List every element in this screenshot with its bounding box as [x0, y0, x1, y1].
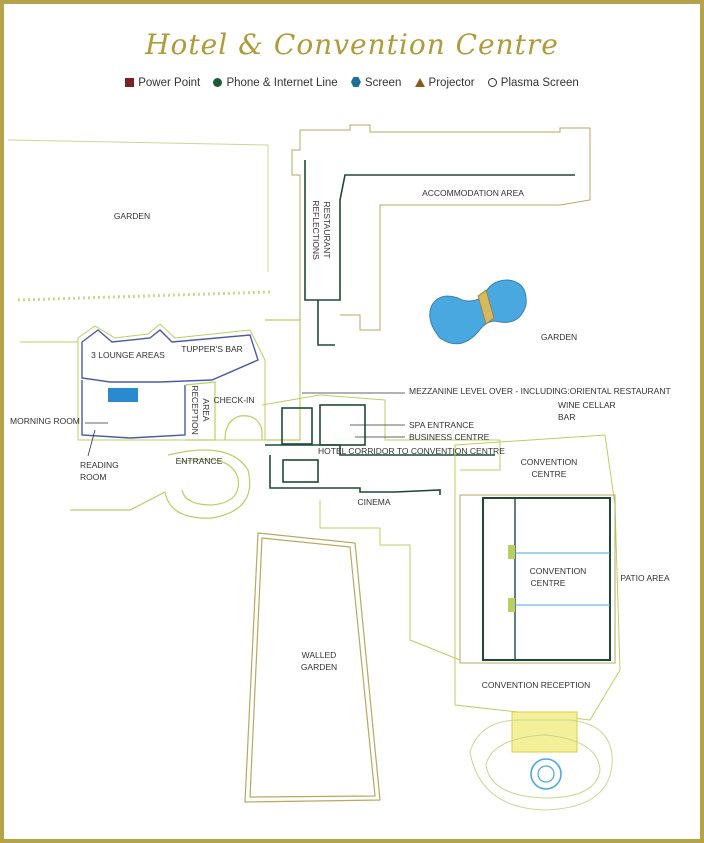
label-cinema: CINEMA — [357, 497, 390, 507]
label-entrance: ENTRANCE — [176, 456, 223, 466]
label-reading-room: ROOM — [80, 472, 106, 482]
screen-icon — [350, 77, 361, 87]
label-reading: READING — [80, 460, 119, 470]
phone-internet-icon — [213, 78, 223, 87]
label-wine-cellar: WINE CELLAR — [558, 400, 616, 410]
plasma-screen-icon — [487, 78, 497, 87]
label-hotel-corridor: HOTEL CORRIDOR TO CONVENTION CENTRE — [318, 446, 505, 456]
convention-forecourt — [469, 711, 613, 811]
legend-label: Power Point — [138, 77, 201, 89]
label-mezzanine: MEZZANINE LEVEL OVER - INCLUDING:ORIENTA… — [409, 386, 671, 396]
legend-label: Screen — [364, 77, 402, 89]
legend: Power Point Phone & Internet Line Screen… — [0, 77, 704, 89]
label-patio-area: PATIO AREA — [620, 573, 670, 583]
walled-garden — [244, 532, 381, 803]
label-garden-nw: GARDEN — [114, 211, 150, 221]
label-walled-garden: GARDEN — [301, 662, 337, 672]
legend-item-projector: Projector — [414, 77, 475, 89]
accommodation-wing — [291, 124, 591, 331]
legend-label: Projector — [428, 77, 475, 89]
label-bar: BAR — [558, 412, 575, 422]
power-point-icon — [125, 78, 135, 87]
label-restaurant: RESTAURANT — [322, 202, 332, 259]
label-spa-entrance: SPA ENTRANCE — [409, 420, 474, 430]
legend-label: Plasma Screen — [500, 77, 579, 89]
label-convention-top-centre: CENTRE — [532, 469, 567, 479]
garden-boundary — [7, 139, 271, 302]
legend-item-power-point: Power Point — [125, 77, 200, 89]
label-convention-main: CONVENTION — [530, 566, 587, 576]
swimming-pool — [429, 279, 527, 345]
leader-lines — [85, 392, 405, 457]
corridor-outline — [261, 394, 501, 661]
label-convention-top: CONVENTION — [521, 457, 578, 467]
label-check-in: CHECK-IN — [213, 395, 254, 405]
label-walled: WALLED — [302, 650, 337, 660]
label-reflections: REFLECTIONS — [311, 200, 321, 260]
label-tuppers-bar: TUPPER'S BAR — [181, 344, 243, 354]
legend-item-screen: Screen — [350, 77, 402, 89]
legend-label: Phone & Internet Line — [226, 77, 338, 89]
label-lounge-areas: 3 LOUNGE AREAS — [91, 350, 165, 360]
label-business-centre: BUSINESS CENTRE — [409, 432, 490, 442]
convention-centre — [454, 434, 621, 721]
legend-item-phone-internet: Phone & Internet Line — [213, 77, 338, 89]
label-convention-reception: CONVENTION RECEPTION — [482, 680, 591, 690]
label-morning-room: MORNING ROOM — [10, 416, 80, 426]
label-convention-main-centre: CENTRE — [531, 578, 566, 588]
projector-icon — [414, 78, 425, 87]
label-reception-area: AREA — [201, 398, 211, 421]
entrance-driveway — [70, 449, 251, 519]
label-accommodation-area: ACCOMMODATION AREA — [422, 188, 524, 198]
label-garden-east: GARDEN — [541, 332, 577, 342]
label-reception: RECEPTION — [190, 385, 200, 435]
legend-item-plasma-screen: Plasma Screen — [487, 77, 579, 89]
lounge-wing — [81, 329, 259, 439]
page-title: Hotel & Convention Centre — [145, 28, 559, 61]
map-labels: GARDEN ACCOMMODATION AREA REFLECTIONS RE… — [10, 188, 671, 690]
reflections-restaurant-walls — [304, 160, 575, 346]
